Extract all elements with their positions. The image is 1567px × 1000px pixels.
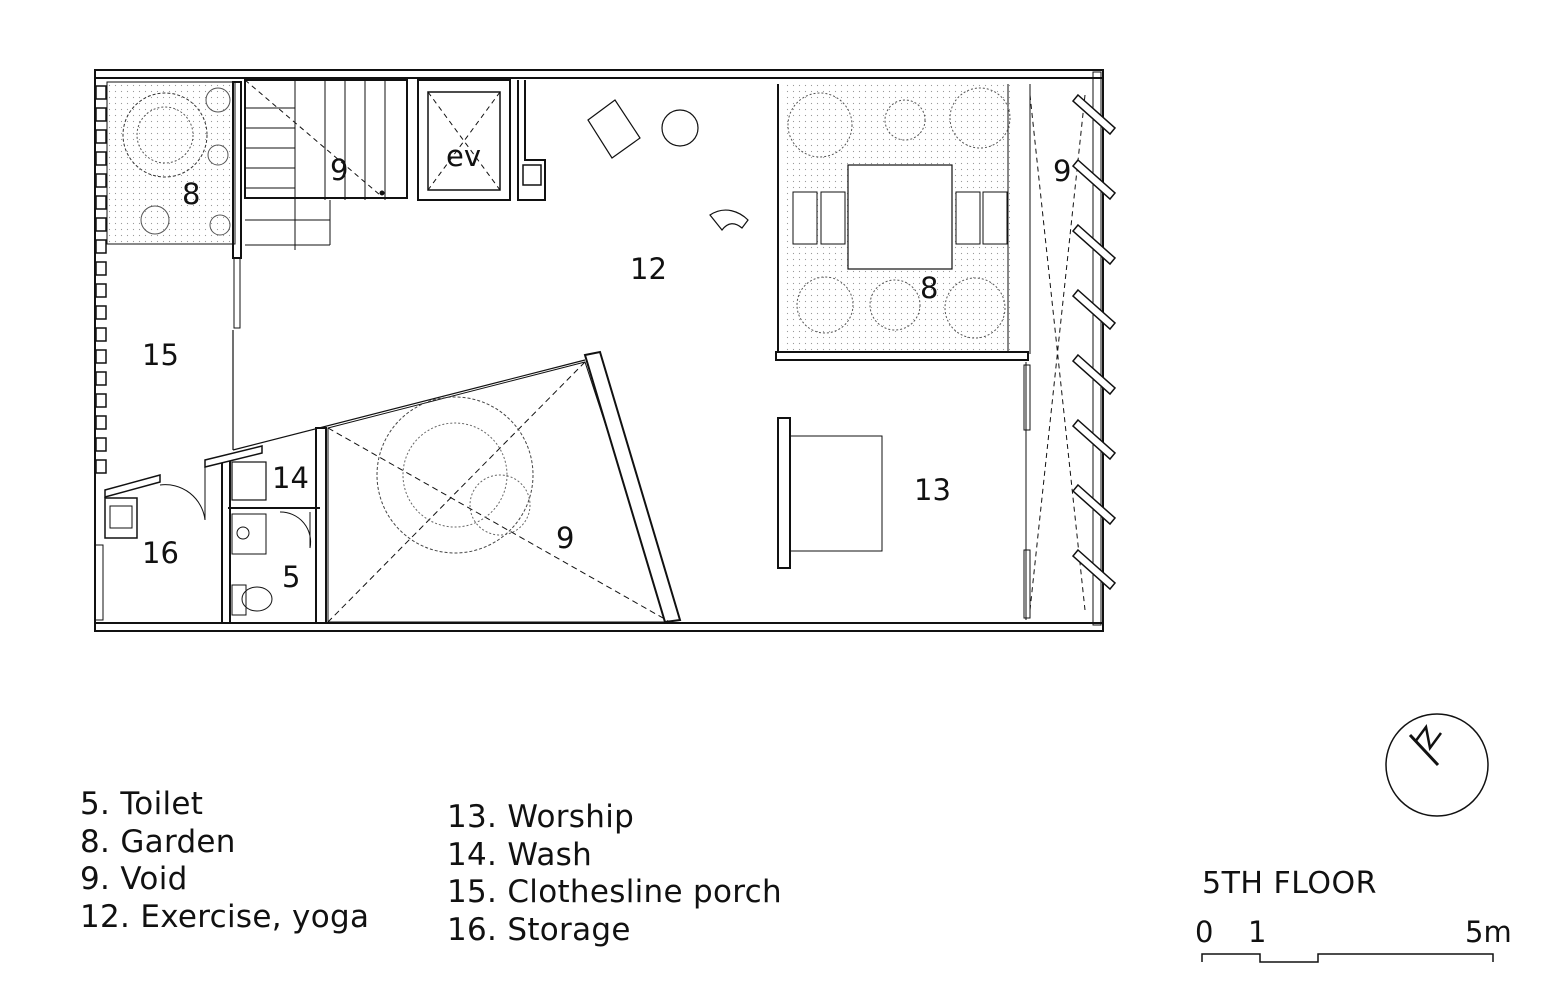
north-arrow-icon xyxy=(1385,713,1489,817)
legend-item: 9. Void xyxy=(80,861,188,897)
service-block xyxy=(94,445,320,624)
room-label-exercise: 12 xyxy=(630,252,667,286)
scale-label-one: 1 xyxy=(1248,915,1267,949)
room-label-garden-nw: 8 xyxy=(182,177,201,211)
scale-bar xyxy=(1201,953,1494,963)
legend-item: 8. Garden xyxy=(80,823,236,860)
legend-item: 13. Worship xyxy=(447,799,635,835)
legend-column-2: 13. Worship 14. Wash 15. Clothesline por… xyxy=(447,799,782,949)
stair-walls xyxy=(232,81,242,450)
legend-item: 12. Exercise, yoga xyxy=(80,898,370,935)
duct xyxy=(517,80,546,201)
room-label-toilet: 5 xyxy=(282,560,301,594)
scale-label-five: 5m xyxy=(1465,915,1512,949)
outer-walls xyxy=(94,69,1104,632)
garden-ne xyxy=(775,84,1029,361)
legend-column-1: 5. Toilet 8. Garden 9. Void 12. Exercise… xyxy=(80,786,369,936)
room-label-elevator: ev xyxy=(446,139,482,173)
room-label-worship: 13 xyxy=(914,473,951,507)
scale-label-zero: 0 xyxy=(1195,915,1214,949)
legend-item: 15. Clothesline porch xyxy=(447,874,782,910)
east-fins xyxy=(1071,93,1117,591)
room-label-storage: 16 xyxy=(142,536,179,570)
void-east xyxy=(1029,71,1102,626)
room-label-stair-void: 9 xyxy=(330,153,349,187)
elevator xyxy=(417,79,511,201)
garden-nw xyxy=(106,81,236,245)
room-label-wash: 14 xyxy=(272,461,309,495)
room-label-void-center: 9 xyxy=(556,521,575,555)
legend-item: 14. Wash xyxy=(447,836,593,873)
floor-title: 5TH FLOOR xyxy=(1202,866,1377,901)
angled-partition xyxy=(232,359,586,624)
exercise-equipment xyxy=(587,99,749,231)
legend-item: 5. Toilet xyxy=(80,786,204,822)
worship-room xyxy=(777,362,1031,620)
void-center xyxy=(327,350,682,624)
staircase xyxy=(244,79,408,250)
west-brick-screen xyxy=(95,85,107,474)
room-label-porch: 15 xyxy=(142,338,179,372)
room-label-garden-ne: 8 xyxy=(920,271,939,305)
room-label-void-east: 9 xyxy=(1053,154,1072,188)
legend-item: 16. Storage xyxy=(447,911,631,948)
